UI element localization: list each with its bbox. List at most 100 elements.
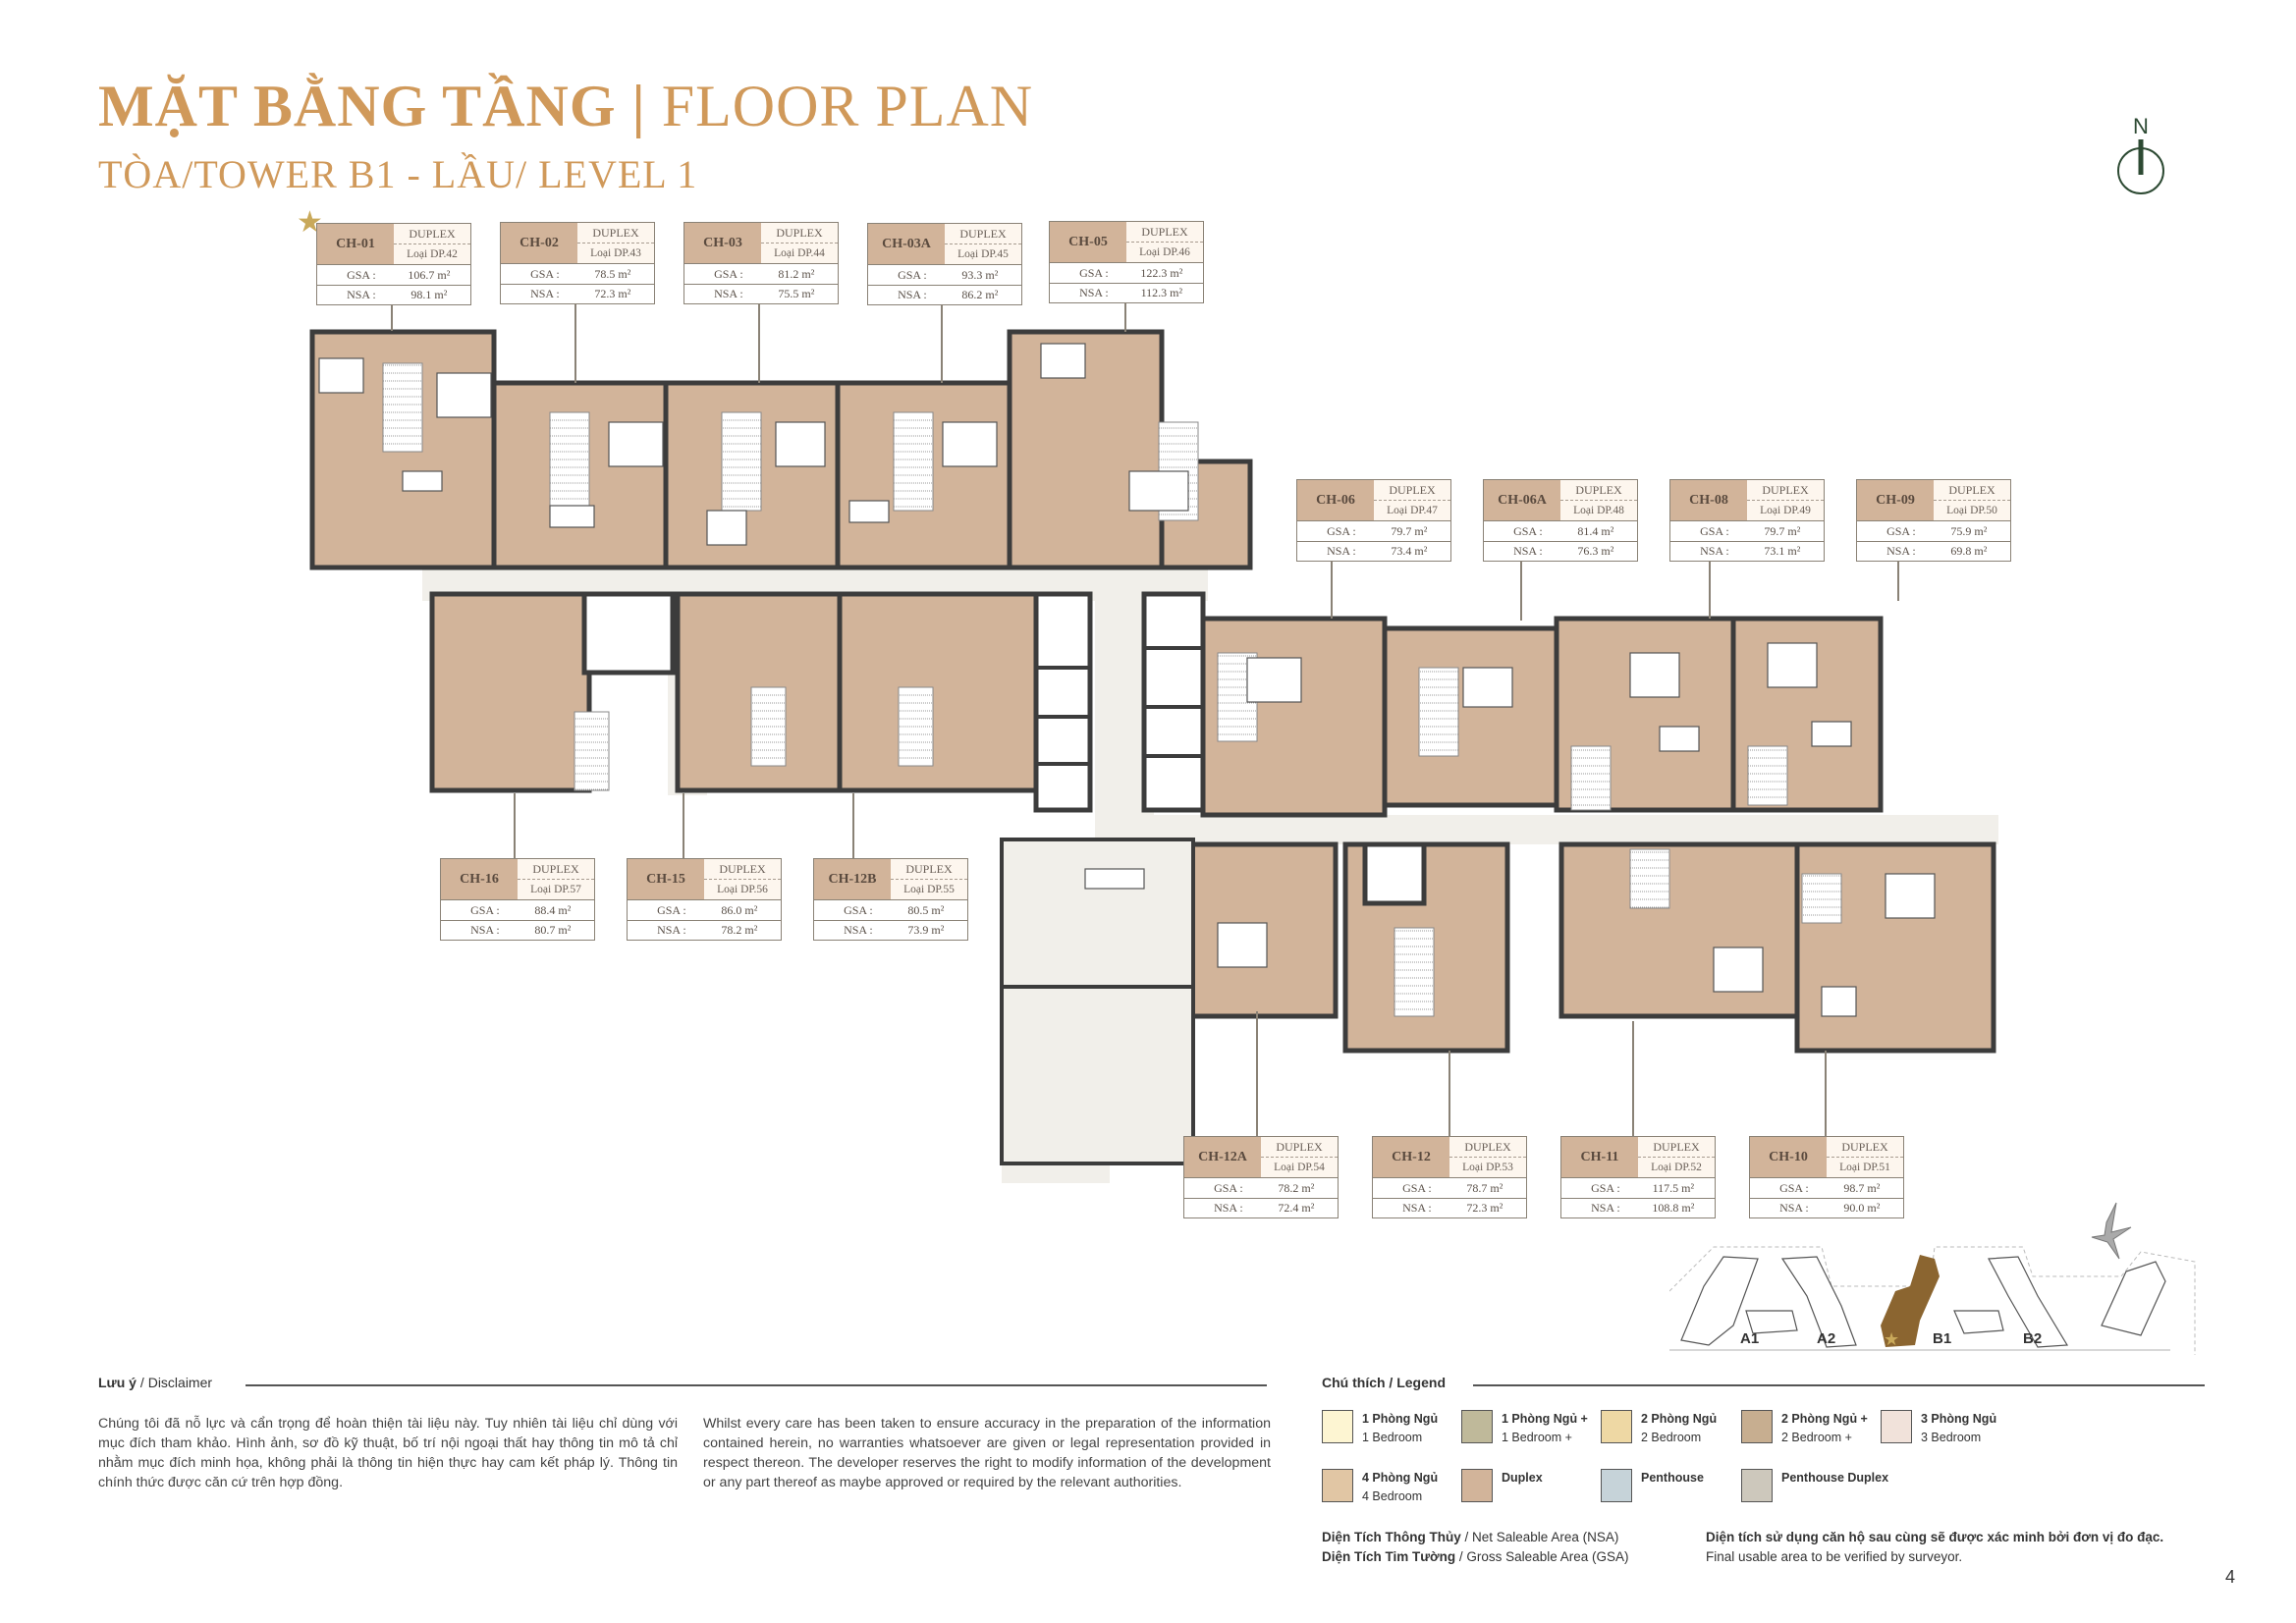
legend-swatch xyxy=(1322,1469,1353,1502)
furniture xyxy=(318,343,1936,1017)
gsa-value: 98.7 m² xyxy=(1843,1180,1881,1195)
unit-model: Loại DP.45 xyxy=(957,248,1009,260)
legend-swatch xyxy=(1601,1410,1632,1443)
leader-line xyxy=(1449,1051,1450,1136)
legend-item-duplex: Duplex xyxy=(1461,1469,1543,1502)
svg-text:A1: A1 xyxy=(1740,1330,1759,1347)
disclaimer-text-vi: Chúng tôi đã nỗ lực và cẩn trọng để hoàn… xyxy=(98,1416,678,1490)
legend-heading: Chú thích / Legend xyxy=(1322,1375,1446,1390)
nsa-label: NSA : xyxy=(1327,544,1356,558)
leader-line xyxy=(1632,1021,1634,1136)
legend-item-1-bedroom-plus: 1 Phòng Ngủ +1 Bedroom + xyxy=(1461,1410,1588,1447)
unit-type: DUPLEX xyxy=(1449,1137,1526,1158)
nsa-value: 72.3 m² xyxy=(594,287,631,300)
nsa-label: NSA : xyxy=(714,287,743,300)
gsa-value: 88.4 m² xyxy=(534,902,572,917)
gsa-label: GSA : xyxy=(1700,523,1729,538)
unit-model: Loại DP.54 xyxy=(1274,1162,1325,1173)
gsa-label: GSA : xyxy=(657,902,686,917)
gsa-value: 122.3 m² xyxy=(1140,265,1183,280)
unit-code: CH-06A xyxy=(1484,480,1560,520)
unit-model: Loại DP.44 xyxy=(774,247,825,259)
nsa-label: NSA : xyxy=(347,288,376,301)
gsa-label: GSA : xyxy=(1079,265,1109,280)
legend-swatch xyxy=(1881,1410,1912,1443)
gsa-value: 86.0 m² xyxy=(721,902,758,917)
unit-model: Loại DP.50 xyxy=(1946,505,1997,516)
compass-rose-icon xyxy=(2091,1202,2132,1260)
nsa-label: NSA : xyxy=(657,923,686,937)
leader-line xyxy=(1256,1011,1258,1136)
unit-code: CH-11 xyxy=(1561,1137,1638,1177)
gsa-label: GSA : xyxy=(1327,523,1356,538)
gsa-label: GSA : xyxy=(1886,523,1916,538)
lift-dividers xyxy=(1036,646,1203,766)
nsa-value: 72.4 m² xyxy=(1278,1201,1315,1215)
nsa-label: NSA : xyxy=(1886,544,1916,558)
gsa-value: 75.9 m² xyxy=(1950,523,1988,538)
unit-model: Loại DP.48 xyxy=(1573,505,1624,516)
gsa-value: 93.3 m² xyxy=(961,267,999,282)
gsa-value: 78.5 m² xyxy=(594,266,631,281)
nsa-label: NSA : xyxy=(1214,1201,1243,1215)
nsa-value: 73.1 m² xyxy=(1764,544,1801,558)
nsa-value: 69.8 m² xyxy=(1950,544,1988,558)
unit-type: DUPLEX xyxy=(891,859,967,880)
location-star-icon: ★ xyxy=(1884,1329,1899,1349)
nsa-label: NSA : xyxy=(1779,1201,1809,1215)
page-number: 4 xyxy=(2225,1567,2236,1587)
leader-line xyxy=(1825,1051,1827,1136)
unit-model: Loại DP.49 xyxy=(1760,505,1811,516)
unit-type: DUPLEX xyxy=(1126,222,1203,243)
nsa-label: NSA : xyxy=(844,923,873,937)
unit-model: Loại DP.42 xyxy=(407,248,458,260)
nsa-label: NSA : xyxy=(898,288,927,301)
gsa-label: GSA : xyxy=(1513,523,1543,538)
unit-type: DUPLEX xyxy=(704,859,781,880)
unit-type: DUPLEX xyxy=(1934,480,2010,501)
tower-outlines xyxy=(1680,1256,2166,1348)
unit-type: DUPLEX xyxy=(577,223,654,243)
unit-model: Loại DP.43 xyxy=(590,247,641,259)
title-separator: | xyxy=(631,74,646,138)
nsa-value: 98.1 m² xyxy=(410,288,448,301)
legend-item-penthouse: Penthouse xyxy=(1601,1469,1704,1502)
gsa-value: 79.7 m² xyxy=(1764,523,1801,538)
unit-code: CH-15 xyxy=(628,859,704,899)
gsa-label: GSA : xyxy=(347,267,376,282)
nsa-value: 80.7 m² xyxy=(534,923,572,937)
unit-code: CH-10 xyxy=(1750,1137,1827,1177)
page-subtitle: TÒA/TOWER B1 - LẦU/ LEVEL 1 xyxy=(98,152,698,196)
leader-line xyxy=(391,305,393,331)
disclaimer-text-en: Whilst every care has been taken to ensu… xyxy=(703,1416,1271,1490)
unit-code: CH-09 xyxy=(1857,480,1934,520)
leader-line xyxy=(1520,562,1522,621)
unit-type: DUPLEX xyxy=(394,224,470,244)
gsa-label: GSA : xyxy=(898,267,927,282)
nsa-value: 86.2 m² xyxy=(961,288,999,301)
north-arrow-icon: N xyxy=(2111,110,2170,198)
leader-line xyxy=(1709,562,1711,619)
unit-code: CH-02 xyxy=(501,223,577,263)
unit-type: DUPLEX xyxy=(1827,1137,1903,1158)
legend-swatch xyxy=(1461,1469,1493,1502)
leader-line xyxy=(758,304,760,383)
nsa-value: 73.4 m² xyxy=(1391,544,1428,558)
